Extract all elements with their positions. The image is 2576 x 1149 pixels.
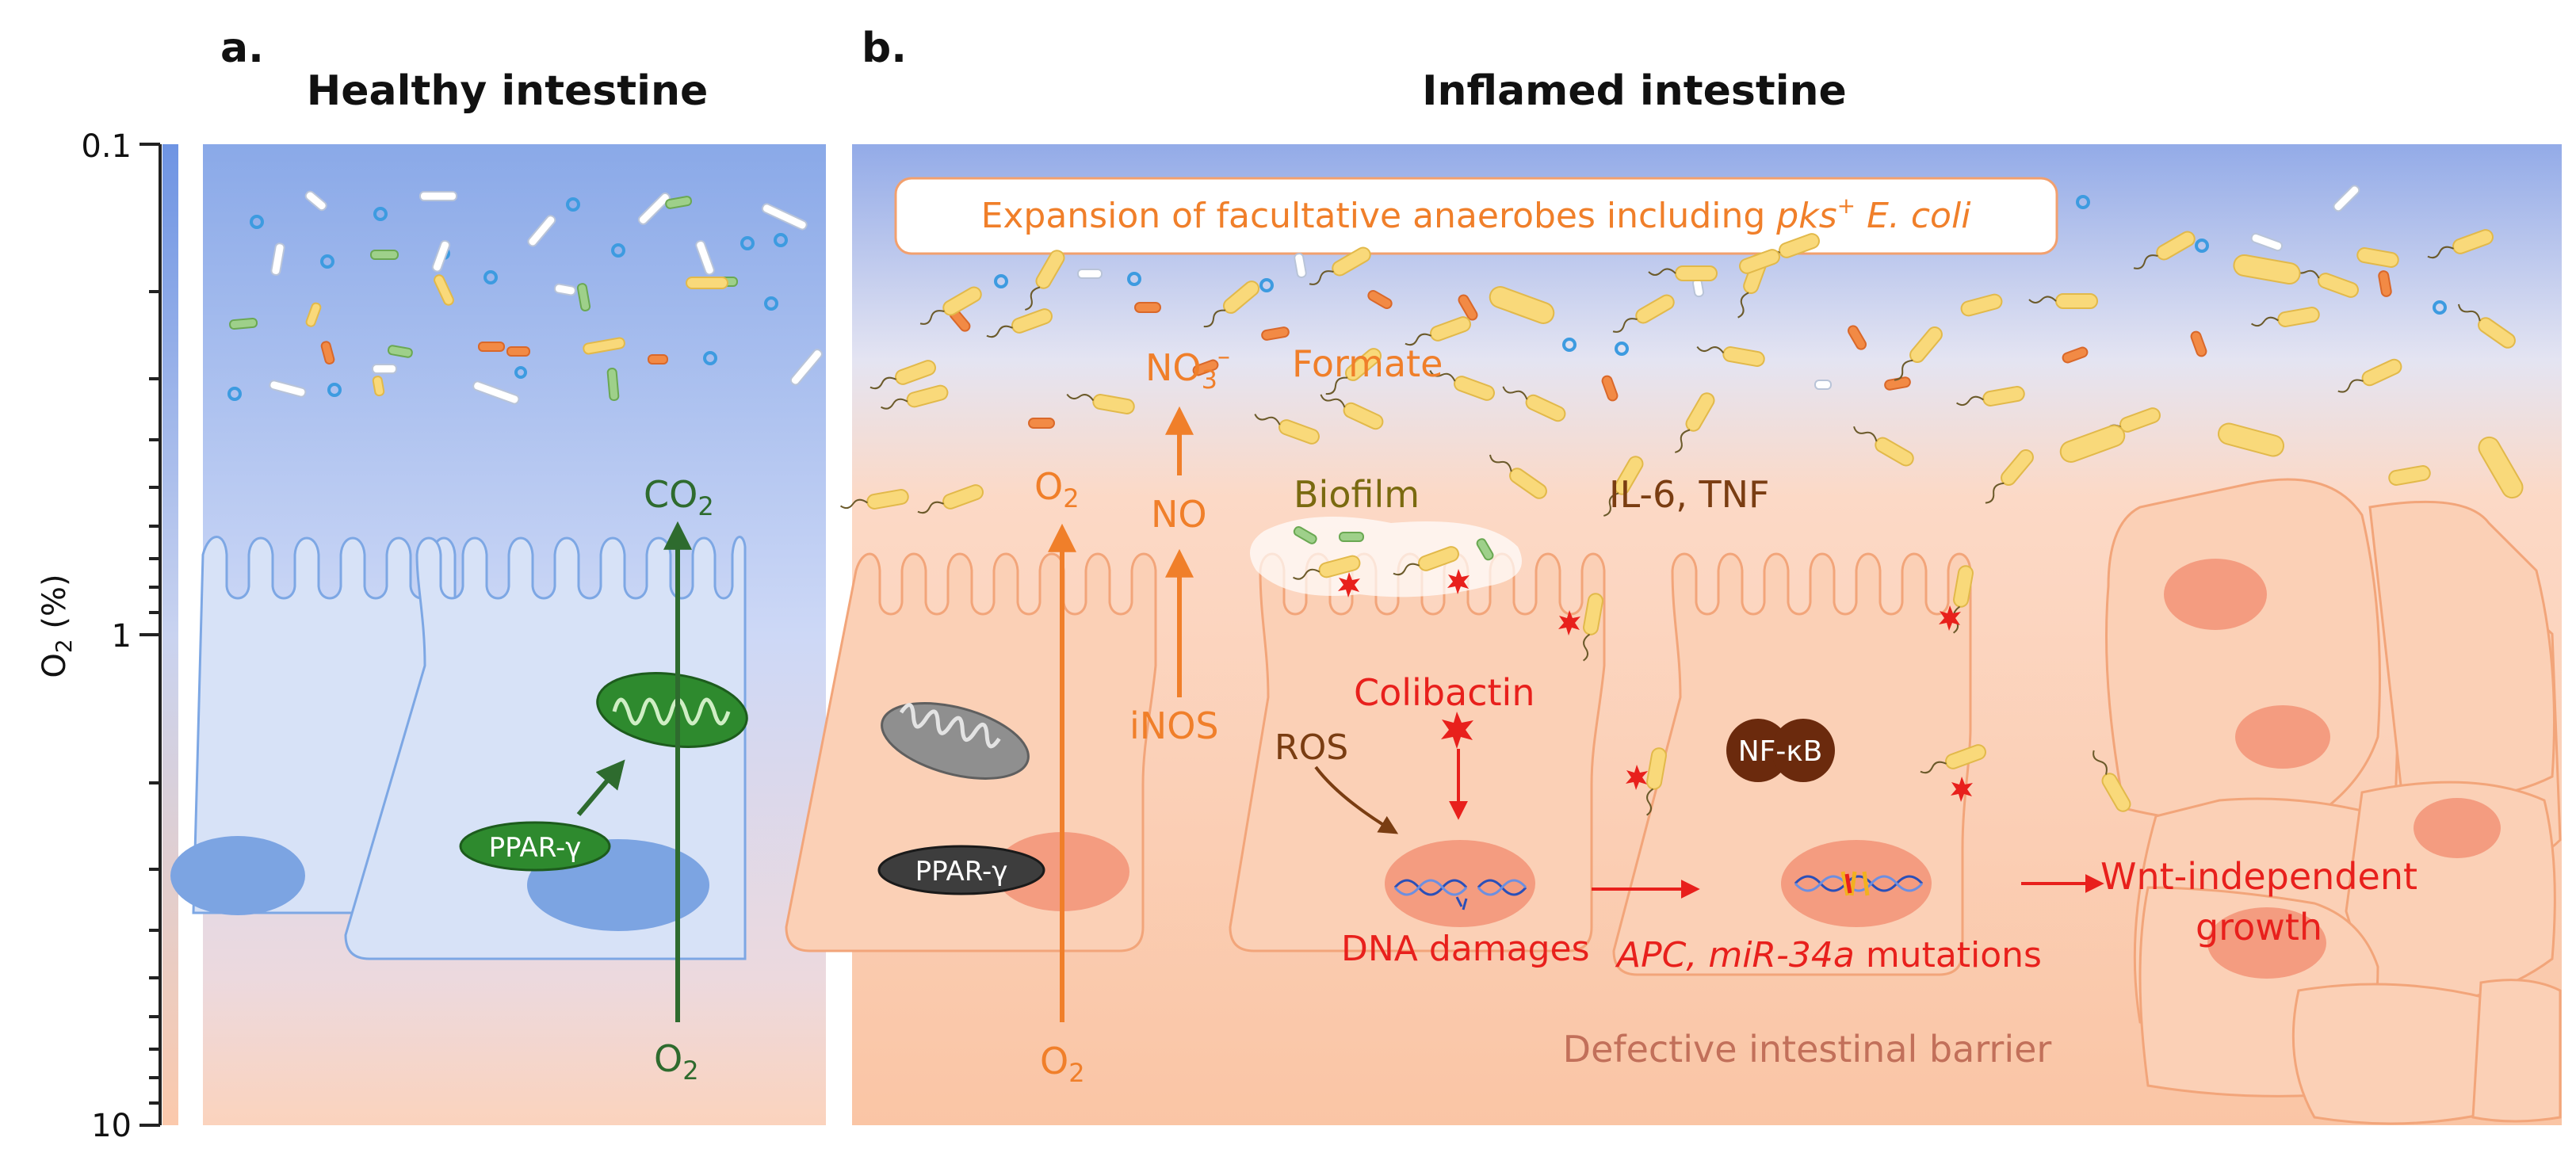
svg-text:PPAR-γ: PPAR-γ xyxy=(489,832,582,864)
tumor-cell-mass xyxy=(2105,478,2562,1125)
colibactin-star-6 xyxy=(1951,777,1973,802)
colibactin-star-2 xyxy=(1447,569,1470,594)
inos-label: iNOS xyxy=(1129,704,1219,747)
o2-axis: 0.1 1 10 O2 (%) xyxy=(36,128,178,1144)
inflamed-nucleus-3 xyxy=(1781,840,1932,927)
inflamed-ppar-badge: PPAR-γ xyxy=(877,845,1045,895)
o2-bottom-label: O2 xyxy=(1040,1040,1085,1088)
o2-tick-10: 10 xyxy=(91,1108,132,1144)
healthy-ppar-badge: PPAR-γ xyxy=(459,821,611,872)
expansion-banner: Expansion of facultative anaerobes inclu… xyxy=(894,177,2058,255)
inflamed-microbiota xyxy=(839,185,2528,521)
ros-label: ROS xyxy=(1275,727,1348,768)
no-label: NO xyxy=(1151,493,1207,536)
healthy-mitochondrion xyxy=(596,672,748,748)
o2-gradient-bar xyxy=(162,144,178,1125)
tumor-nucleus-1 xyxy=(2164,559,2267,630)
inflamed-nucleus-2 xyxy=(1385,840,1535,927)
mutations-label: APC, miR-34a mutations xyxy=(1615,935,2042,975)
colibactin-star-3 xyxy=(1558,610,1580,636)
svg-text:Expansion of facultative anaer: Expansion of facultative anaerobes inclu… xyxy=(981,193,1972,236)
tumor-nucleus-2 xyxy=(2235,705,2330,769)
colibactin-star-1 xyxy=(1338,572,1360,597)
healthy-o2-label: O2 xyxy=(654,1037,699,1086)
healthy-co2-label: CO2 xyxy=(644,473,714,521)
inflamed-mitochondrion xyxy=(881,702,1030,780)
tumor-nucleus-4 xyxy=(2207,907,2326,979)
panel-a-title: Healthy intestine xyxy=(307,67,708,115)
colibactin-star-5 xyxy=(1626,765,1648,790)
formate-label: Formate xyxy=(1292,342,1443,385)
panel-b-inflamed: b. Inflamed intestine Expansion of facul… xyxy=(785,25,2562,1125)
healthy-microbiota xyxy=(227,190,823,405)
nfkb-badge: NF-κB xyxy=(1726,719,1835,782)
svg-text:PPAR-γ: PPAR-γ xyxy=(915,856,1008,888)
mutated-dna-icon xyxy=(1794,871,1924,896)
o2-top-label: O2 xyxy=(1034,465,1080,513)
tumor-nucleus-3 xyxy=(2414,798,2501,858)
defective-barrier-label: Defective intestinal barrier xyxy=(1563,1028,2052,1071)
panel-b-letter: b. xyxy=(862,25,907,72)
colibactin-stars xyxy=(1338,569,1973,802)
o2-tick-0.1: 0.1 xyxy=(81,128,132,165)
ros-to-dna-arrow xyxy=(1314,765,1399,834)
panel-b-title: Inflamed intestine xyxy=(1422,67,1847,115)
ppar-to-mito-arrow xyxy=(576,759,625,816)
panel-a-healthy: a. Healthy intestine xyxy=(170,25,826,1125)
biofilm-cluster xyxy=(1250,517,1522,597)
biofilm-label: Biofilm xyxy=(1294,473,1420,516)
cytokines-label: IL-6, TNF xyxy=(1609,473,1769,516)
damaged-dna-icon xyxy=(1393,879,1527,910)
colibactin-star-4 xyxy=(1939,605,1961,631)
o2-axis-label: O2 (%) xyxy=(36,574,77,678)
svg-text:NF-κB: NF-κB xyxy=(1738,735,1823,768)
o2-tick-1: 1 xyxy=(112,618,132,655)
colibactin-label: Colibactin xyxy=(1354,671,1535,714)
dna-damages-label: DNA damages xyxy=(1341,929,1590,969)
healthy-nucleus-left xyxy=(170,836,305,915)
colibactin-star-main xyxy=(1441,712,1473,749)
panel-a-letter: a. xyxy=(220,25,264,72)
no3-label: NO3– xyxy=(1145,341,1230,395)
